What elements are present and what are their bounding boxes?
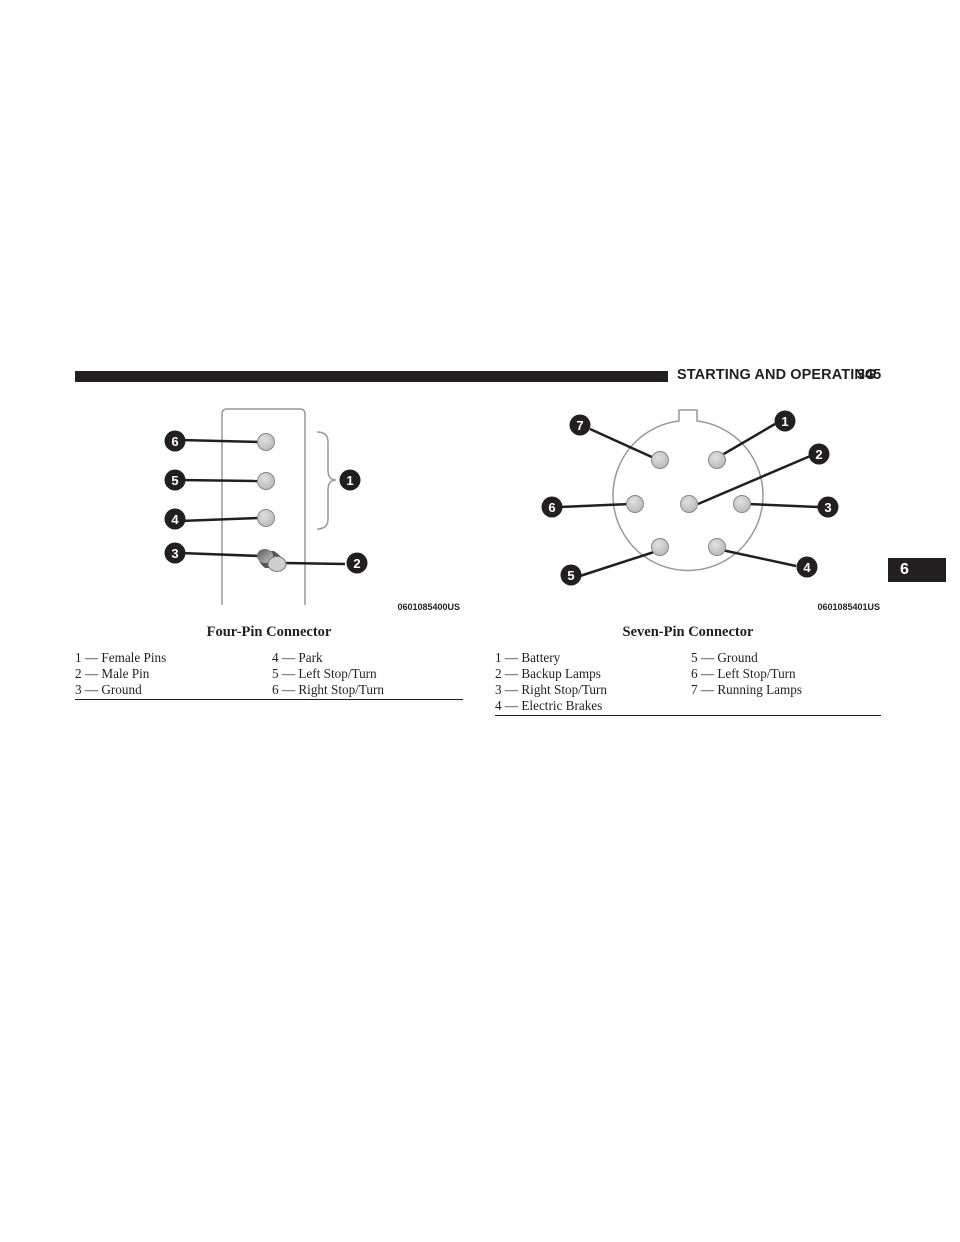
callout-5: 5	[164, 469, 186, 491]
legend-item: 5 — Left Stop/Turn	[272, 666, 377, 681]
four-pin-connector-figure: 6 5 4 3 2 1 0601085400US	[164, 408, 460, 612]
female-pins-bracket	[316, 431, 337, 530]
callout-2: 2	[808, 443, 830, 465]
callout-6: 6	[541, 496, 563, 518]
svg-text:3: 3	[171, 546, 178, 561]
header-bar	[75, 371, 668, 382]
section-title: STARTING AND OPERATING	[677, 367, 877, 383]
legend-item: 1 — Female Pins	[75, 650, 167, 665]
svg-text:5: 5	[567, 568, 574, 583]
four-pin-legend-rule	[75, 699, 463, 700]
legend-item: 4 — Electric Brakes	[495, 698, 603, 713]
svg-text:4: 4	[803, 560, 811, 575]
legend-item: 3 — Ground	[75, 682, 142, 697]
legend-item: 2 — Male Pin	[75, 666, 150, 681]
legend-item: 6 — Right Stop/Turn	[272, 682, 385, 697]
pin-6	[626, 495, 644, 513]
callout-4: 4	[796, 556, 818, 578]
female-pin-4	[257, 509, 275, 527]
connector-body	[612, 409, 764, 572]
svg-text:6: 6	[171, 434, 178, 449]
pin-5	[651, 538, 669, 556]
svg-text:4: 4	[171, 512, 179, 527]
svg-text:3: 3	[824, 500, 831, 515]
figure-code: 0601085400US	[397, 602, 460, 612]
pin-3	[733, 495, 751, 513]
svg-text:1: 1	[346, 473, 353, 488]
male-pin	[257, 549, 287, 572]
svg-text:1: 1	[781, 414, 788, 429]
svg-text:2: 2	[353, 556, 360, 571]
legend-item: 3 — Right Stop/Turn	[495, 682, 608, 697]
pin-1	[708, 451, 726, 469]
pin-7	[651, 451, 669, 469]
page-number: 345	[857, 367, 882, 383]
female-pin-5	[257, 472, 275, 490]
seven-pin-legend-rule	[495, 715, 881, 716]
callout-2: 2	[346, 552, 368, 574]
svg-text:5: 5	[171, 473, 178, 488]
legend-item: 6 — Left Stop/Turn	[691, 666, 796, 681]
callout-4: 4	[164, 508, 186, 530]
svg-text:6: 6	[548, 500, 555, 515]
female-pin-6	[257, 433, 275, 451]
callout-7: 7	[569, 414, 591, 436]
pin-2	[680, 495, 698, 513]
callout-3: 3	[817, 496, 839, 518]
seven-pin-connector-figure: 7 1 2 6 3 5 4 0601085401US	[541, 409, 880, 612]
legend-item: 2 — Backup Lamps	[495, 666, 601, 681]
svg-text:7: 7	[576, 418, 583, 433]
figure-code: 0601085401US	[817, 602, 880, 612]
chapter-tab: 6	[888, 558, 946, 582]
callout-6: 6	[164, 430, 186, 452]
four-pin-caption: Four-Pin Connector	[206, 624, 332, 640]
seven-pin-caption: Seven-Pin Connector	[622, 624, 754, 640]
legend-item: 4 — Park	[272, 650, 323, 665]
callout-5: 5	[560, 564, 582, 586]
pin-4	[708, 538, 726, 556]
callout-3: 3	[164, 542, 186, 564]
svg-text:2: 2	[815, 447, 822, 462]
legend-item: 5 — Ground	[691, 650, 758, 665]
legend-item: 7 — Running Lamps	[691, 682, 802, 697]
callout-1: 1	[774, 410, 796, 432]
connector-body	[221, 408, 306, 605]
callout-1: 1	[339, 469, 361, 491]
legend-item: 1 — Battery	[495, 650, 561, 665]
